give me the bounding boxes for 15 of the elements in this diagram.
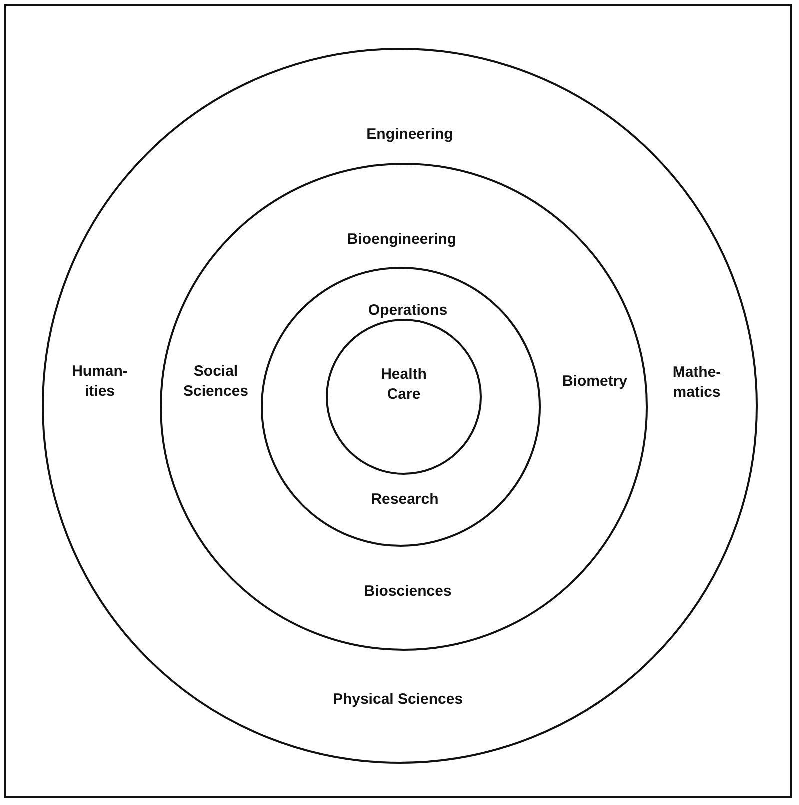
circle — [42, 48, 758, 764]
circle — [326, 319, 482, 475]
field-label: Research — [371, 490, 439, 510]
field-label: Human- ities — [71, 362, 129, 402]
field-label: Health Care — [380, 365, 428, 405]
field-label: Biosciences — [364, 582, 452, 602]
field-label: Social Sciences — [182, 362, 250, 402]
field-label: Engineering — [366, 125, 454, 145]
field-label: Bioengineering — [347, 230, 457, 250]
field-label: Mathe- matics — [672, 363, 722, 403]
field-label: Biometry — [562, 372, 628, 392]
circle — [160, 163, 648, 651]
field-label: Physical Sciences — [332, 690, 464, 710]
circle — [261, 267, 541, 547]
field-label: Operations — [368, 301, 448, 321]
